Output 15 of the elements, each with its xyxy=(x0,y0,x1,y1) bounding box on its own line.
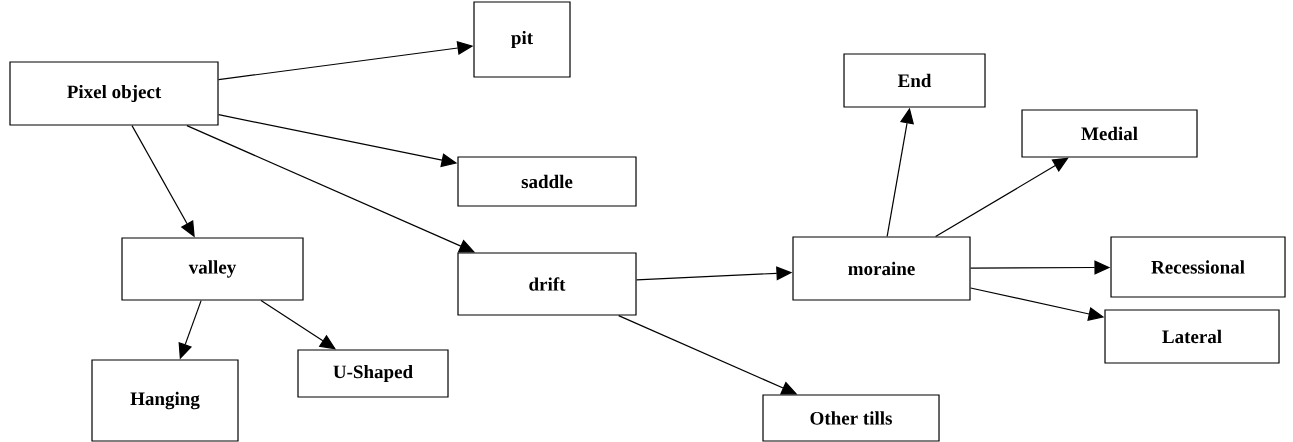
label-box: Pixel object xyxy=(9,61,219,126)
label-box: Lateral xyxy=(1104,309,1280,364)
label-box: Hanging xyxy=(91,359,239,442)
label-box: drift xyxy=(457,252,637,316)
arrow xyxy=(935,157,1069,237)
label-box: End xyxy=(843,53,986,108)
label-box: Recessional xyxy=(1110,236,1286,298)
label-box: moraine xyxy=(792,236,971,301)
label-box: saddle xyxy=(457,156,637,207)
label-box: U-Shaped xyxy=(297,349,449,398)
label-box: pit xyxy=(473,1,571,78)
label-box: valley xyxy=(121,237,304,301)
label-box: Medial xyxy=(1021,109,1198,158)
arrow xyxy=(260,300,336,350)
label-box: Other tills xyxy=(762,394,940,442)
